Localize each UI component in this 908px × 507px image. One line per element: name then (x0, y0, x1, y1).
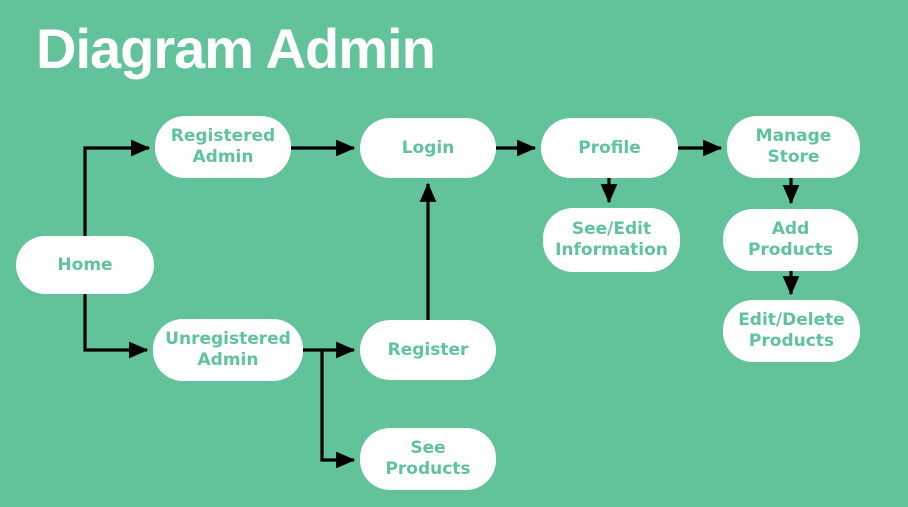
node-label: Unregistered Admin (165, 329, 291, 370)
node-label: Edit/Delete Products (738, 310, 845, 351)
node-see-products[interactable]: See Products (360, 428, 496, 490)
node-unregistered[interactable]: Unregistered Admin (153, 319, 303, 381)
node-label: Registered Admin (170, 126, 276, 167)
page-title: Diagram Admin (36, 17, 436, 80)
node-label: See/Edit Information (555, 219, 668, 260)
node-label: Add Products (747, 219, 834, 260)
node-manage-store[interactable]: Manage Store (727, 116, 860, 178)
node-label: See Products (385, 438, 471, 479)
node-register[interactable]: Register (360, 320, 496, 380)
node-add-products[interactable]: Add Products (723, 209, 858, 271)
node-label: Manage Store (755, 126, 832, 167)
node-label: Login (401, 137, 455, 158)
edge-unregistered-to-see-products (320, 350, 356, 469)
node-home[interactable]: Home (16, 236, 154, 294)
node-label: Profile (578, 137, 641, 158)
node-edit-delete[interactable]: Edit/Delete Products (723, 300, 860, 362)
node-login[interactable]: Login (360, 118, 496, 178)
node-profile[interactable]: Profile (541, 118, 678, 178)
node-see-edit-info[interactable]: See/Edit Information (543, 208, 680, 272)
node-registered[interactable]: Registered Admin (155, 116, 291, 178)
node-label: Home (57, 254, 113, 275)
node-label: Register (387, 339, 469, 360)
